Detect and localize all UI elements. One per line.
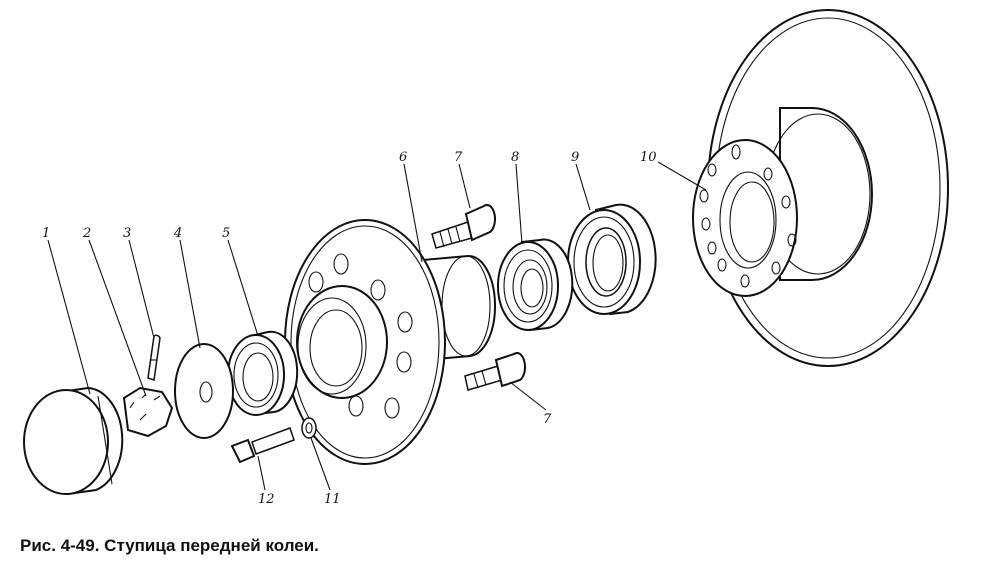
inner-bearing: [227, 330, 299, 416]
callout-12: 12: [258, 492, 275, 507]
callout-1: 1: [42, 226, 50, 241]
callout-8: 8: [511, 150, 519, 165]
callout-5: 5: [222, 226, 230, 241]
callout-9: 9: [571, 150, 579, 165]
callout-labels: 1 2 3 4 5 6 7 8 9 10 7 11 12: [42, 150, 657, 507]
figure-caption: Рис. 4-49. Ступица передней колеи.: [20, 536, 319, 555]
cotter-pin: [147, 334, 161, 381]
callout-7-lower: 7: [543, 412, 552, 427]
callout-6: 6: [399, 150, 407, 165]
callout-2: 2: [82, 226, 91, 241]
hub-bolt: [230, 427, 295, 464]
callout-3: 3: [123, 226, 131, 241]
oil-seal: [567, 203, 657, 316]
callout-7-upper: 7: [454, 150, 463, 165]
thrust-washer: [174, 343, 234, 439]
spring-washer: [301, 417, 317, 439]
wheel-hub: [284, 219, 497, 465]
brake-disc: [692, 9, 949, 367]
callout-4: 4: [173, 226, 182, 241]
castle-nut: [122, 386, 174, 438]
wheel-stud-upper: [431, 203, 496, 249]
hub-cap: [23, 386, 124, 496]
callout-10: 10: [640, 150, 657, 165]
outer-bearing: [497, 238, 574, 332]
callout-11: 11: [324, 492, 341, 507]
wheel-stud-lower: [464, 351, 526, 391]
leader-lines: [47, 161, 707, 491]
